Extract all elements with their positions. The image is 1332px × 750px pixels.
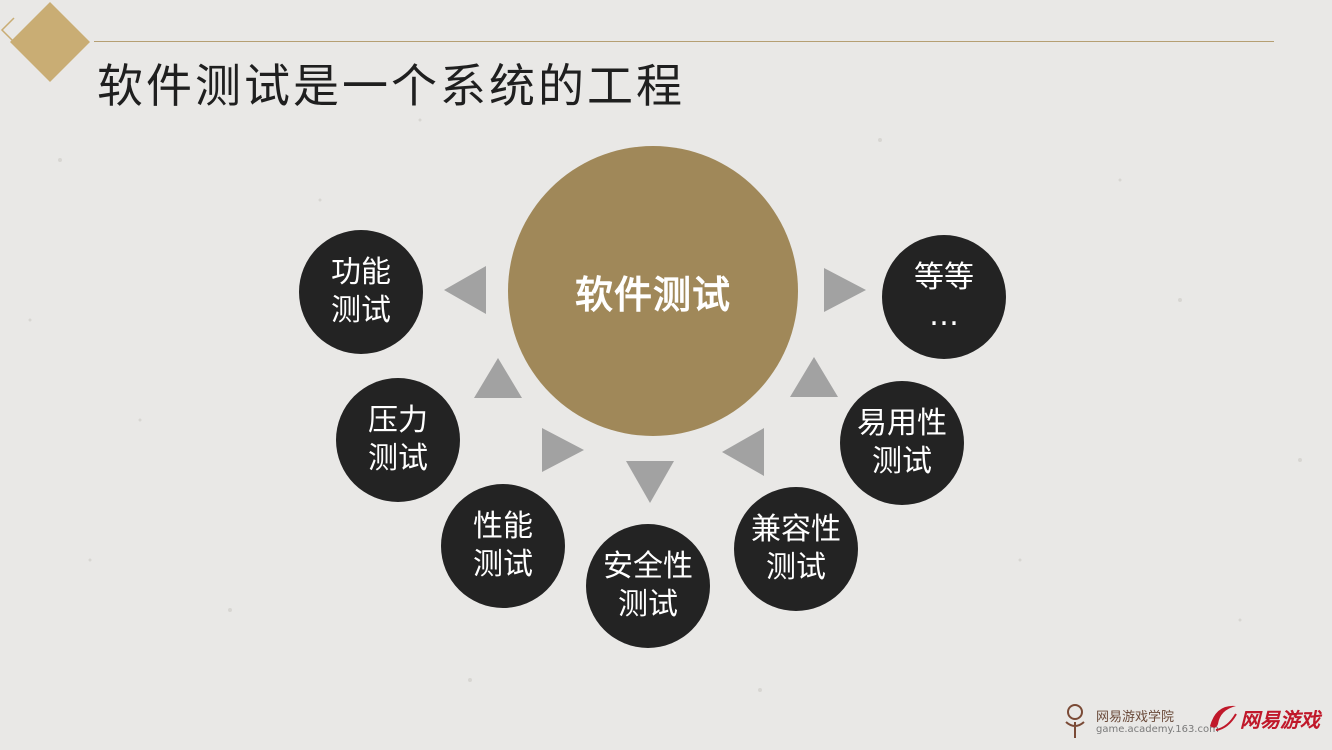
node-performance-testing: 性能 测试 bbox=[441, 484, 565, 608]
node-label-line2: … bbox=[929, 298, 959, 333]
node-etc: 等等 … bbox=[882, 235, 1006, 359]
node-label-line1: 安全性 bbox=[603, 549, 693, 584]
arrow-down-icon bbox=[626, 461, 674, 503]
netease-games-logo-icon bbox=[1210, 705, 1237, 731]
node-stress-testing: 压力 测试 bbox=[336, 378, 460, 502]
node-label-line1: 等等 bbox=[914, 260, 974, 295]
arrow-left-icon bbox=[444, 266, 486, 314]
academy-logo-icon bbox=[1065, 704, 1085, 738]
node-label-line2: 测试 bbox=[368, 441, 428, 476]
arrow-left-icon bbox=[722, 428, 764, 476]
node-security-testing: 安全性 测试 bbox=[586, 524, 710, 648]
node-label-line2: 测试 bbox=[473, 547, 533, 582]
academy-url: game.academy.163.com bbox=[1096, 724, 1219, 735]
node-label-line1: 功能 bbox=[331, 255, 391, 290]
node-compatibility-testing: 兼容性 测试 bbox=[734, 487, 858, 611]
node-label-line2: 测试 bbox=[618, 587, 678, 622]
node-label-line2: 测试 bbox=[331, 293, 391, 328]
center-circle: 软件测试 bbox=[508, 146, 798, 436]
center-label: 软件测试 bbox=[574, 272, 731, 317]
header-divider bbox=[94, 41, 1274, 42]
node-usability-testing: 易用性 测试 bbox=[840, 381, 964, 505]
node-label-line1: 性能 bbox=[473, 509, 533, 544]
arrow-up-icon bbox=[790, 357, 838, 397]
node-label-line2: 测试 bbox=[872, 444, 932, 479]
corner-diamond-decoration bbox=[0, 2, 90, 82]
node-label-line1: 兼容性 bbox=[751, 512, 841, 547]
node-label-line1: 易用性 bbox=[857, 406, 947, 441]
arrow-up-icon bbox=[474, 358, 522, 398]
academy-name: 网易游戏学院 bbox=[1096, 710, 1175, 725]
node-functional-testing: 功能 测试 bbox=[299, 230, 423, 354]
arrow-right-icon bbox=[542, 428, 584, 472]
arrow-right-icon bbox=[824, 268, 866, 312]
slide-title: 软件测试是一个系统的工程 bbox=[97, 59, 685, 113]
node-label-line2: 测试 bbox=[766, 550, 826, 585]
netease-games-brand: 网易游戏 bbox=[1240, 708, 1320, 732]
node-label-line1: 压力 bbox=[368, 403, 428, 438]
